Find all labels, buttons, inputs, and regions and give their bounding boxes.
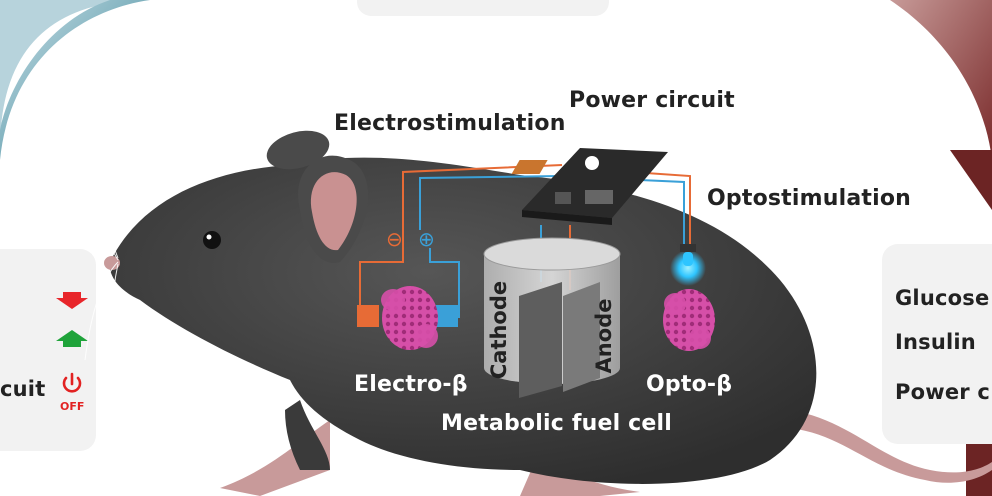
electrostimulation-label: Electrostimulation bbox=[334, 111, 566, 136]
power-circuit-label: Power circuit bbox=[569, 88, 735, 113]
anode-label: Anode bbox=[592, 298, 616, 374]
electro-beta-label: Electro-β bbox=[354, 372, 468, 397]
power-circuit-board bbox=[511, 148, 668, 225]
right-panel bbox=[882, 244, 992, 444]
opto-beta-cells bbox=[663, 289, 715, 351]
optostimulation-label: Optostimulation bbox=[707, 186, 912, 211]
off-label: OFF bbox=[60, 400, 85, 413]
glucose-label: Glucose bbox=[895, 286, 990, 310]
left-panel bbox=[0, 249, 96, 451]
cathode-label: Cathode bbox=[487, 280, 511, 380]
green-up-arrow-icon bbox=[56, 330, 88, 347]
red-down-arrow-icon bbox=[56, 292, 88, 309]
power-circuit-status-label: Power c bbox=[895, 380, 990, 404]
power-icon bbox=[62, 372, 82, 393]
plus-symbol: ⊕ bbox=[418, 227, 435, 251]
teal-cycle-arc bbox=[0, 0, 150, 160]
top-panel bbox=[357, 0, 609, 16]
positive-electrode bbox=[436, 305, 458, 327]
insulin-label: Insulin bbox=[895, 330, 976, 354]
mouse-illustration bbox=[79, 130, 817, 496]
minus-symbol: ⊖ bbox=[386, 227, 403, 251]
left-panel-power-circuit-label: cuit bbox=[0, 377, 46, 401]
negative-electrode bbox=[357, 305, 379, 327]
opto-beta-label: Opto-β bbox=[646, 372, 733, 397]
mouse-tail bbox=[790, 410, 992, 483]
metabolic-fuel-cell-label: Metabolic fuel cell bbox=[441, 411, 673, 436]
fuel-cell-cylinder bbox=[483, 237, 621, 398]
led-emitter bbox=[670, 244, 706, 286]
electro-beta-cells bbox=[381, 286, 438, 350]
